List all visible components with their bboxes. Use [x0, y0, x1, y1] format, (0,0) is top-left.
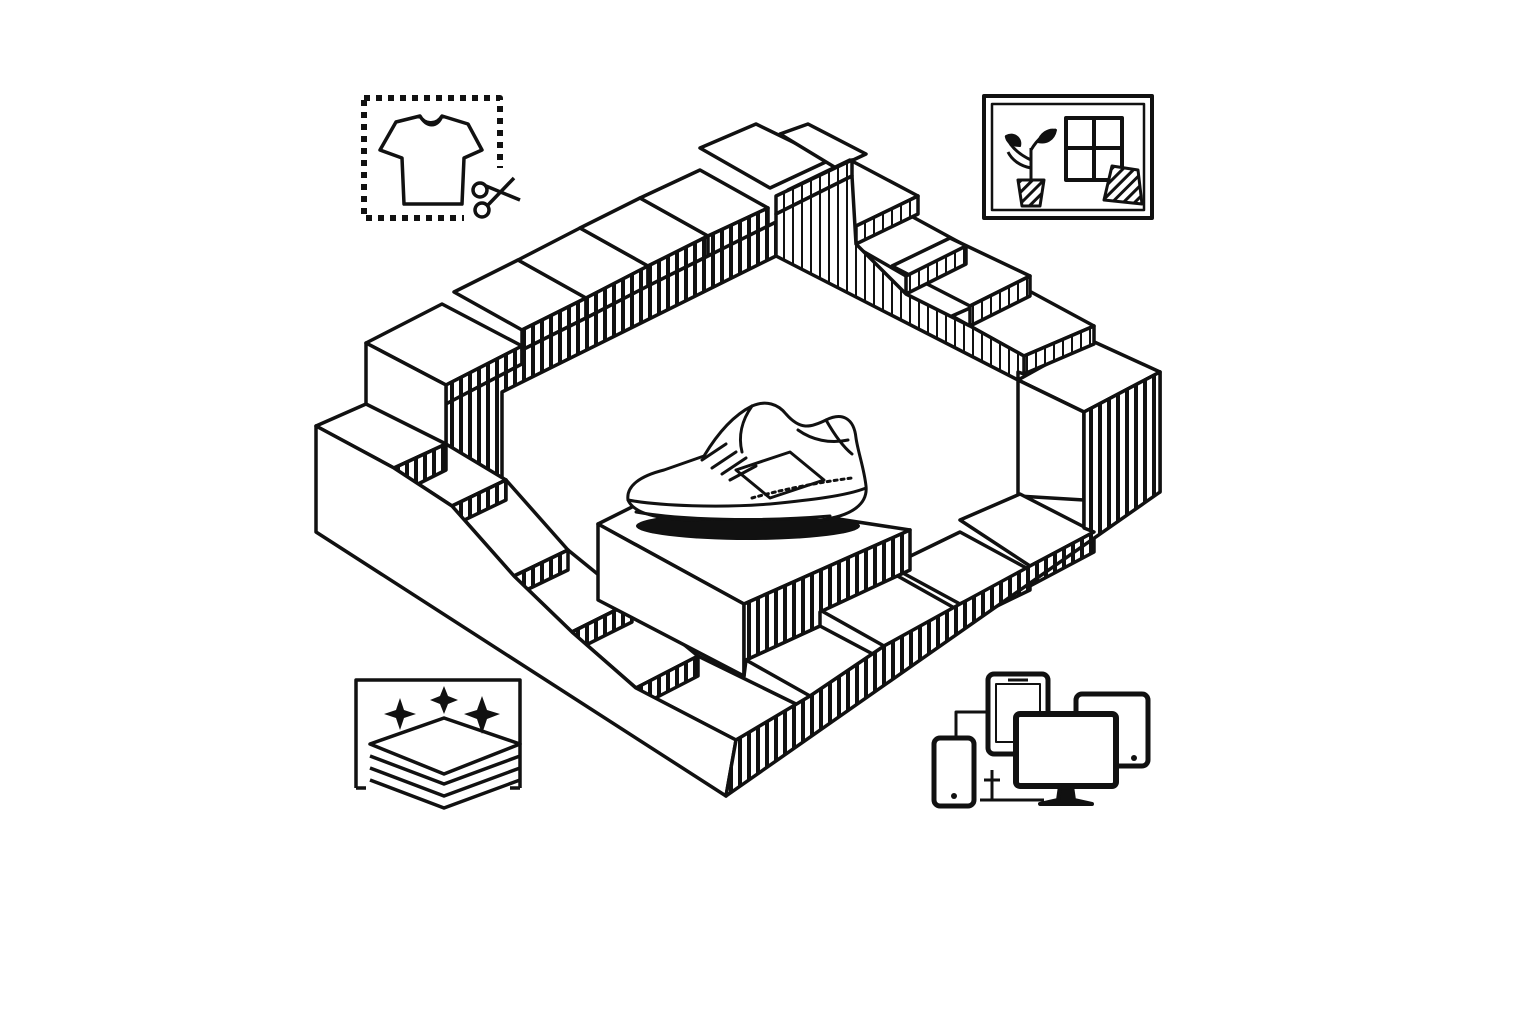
stair-riser — [968, 274, 1032, 328]
pedestal-right-face — [742, 528, 912, 678]
stair-riser — [904, 244, 968, 296]
scissors-icon — [471, 176, 521, 219]
flight-outer-wall — [314, 424, 738, 798]
staircase-loop — [314, 122, 1162, 798]
flight-front-left — [314, 402, 802, 798]
stair-step — [778, 122, 868, 170]
sneaker-icon — [626, 401, 868, 540]
flight-inner-wall — [774, 174, 1026, 382]
sparkle-layers-icon — [354, 678, 522, 810]
tshirt-cutout-icon — [361, 95, 524, 224]
framed-window-plant-icon — [982, 94, 1154, 220]
flight-front-right — [724, 370, 1162, 798]
flight-outer-wall — [724, 370, 1162, 798]
multi-device-icon — [931, 671, 1151, 809]
flight-back-right — [774, 122, 1162, 530]
